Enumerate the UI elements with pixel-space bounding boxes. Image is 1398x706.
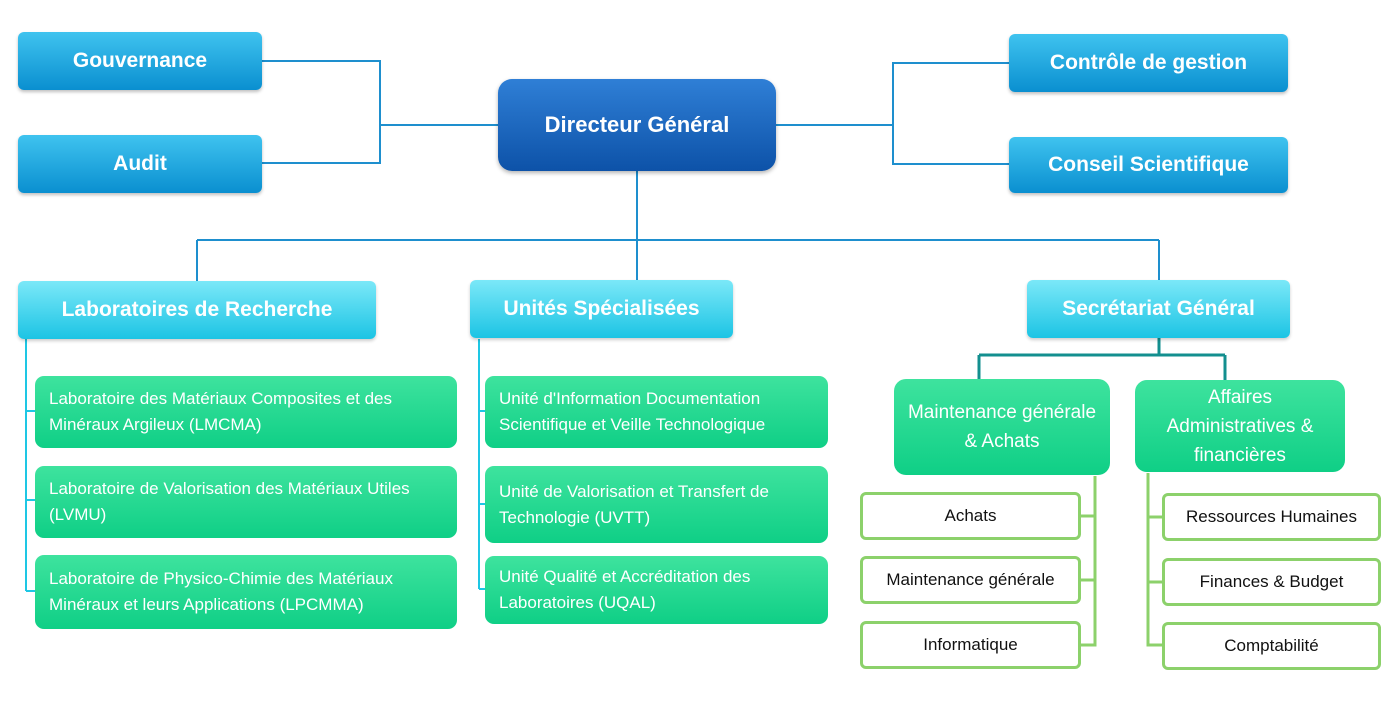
affaires-administratives-box: Affaires Administratives & financières [1135,380,1345,472]
maintenance-generale-box: Maintenance générale [860,556,1081,604]
directeur-general-box: Directeur Général [498,79,776,171]
finances-budget-box: Finances & Budget [1162,558,1381,606]
affaires-administratives-label: Affaires Administratives & financières [1166,386,1314,466]
laboratoires-title: Laboratoires de Recherche [61,298,333,321]
unite-item-label: Unité de Valorisation et Transfert de Te… [499,481,769,527]
gouvernance-label: Gouvernance [72,49,208,72]
secretariat-title: Secrétariat Général [1062,297,1255,320]
achats-box: Achats [860,492,1081,540]
gouvernance-box: Gouvernance [18,32,262,90]
conseil-scientifique-box: Conseil Scientifique [1009,137,1288,193]
conseil-scientifique-label: Conseil Scientifique [1048,153,1249,176]
unites-header: Unités Spécialisées [470,280,733,338]
laboratoire-item-label: Laboratoire des Matériaux Composites et … [49,389,393,434]
ressources-humaines-box: Ressources Humaines [1162,493,1381,541]
comptabilite-label: Comptabilité [1224,636,1319,655]
maintenance-achats-box: Maintenance générale & Achats [894,379,1110,475]
laboratoire-item-label: Laboratoire de Valorisation des Matériau… [49,479,410,524]
audit-box: Audit [18,135,262,193]
achats-label: Achats [944,506,997,525]
laboratoire-item: Laboratoire de Physico-Chimie des Matéri… [35,555,457,629]
laboratoires-header: Laboratoires de Recherche [18,281,376,339]
maintenance-achats-label: Maintenance générale & Achats [907,402,1097,452]
unites-title: Unités Spécialisées [503,297,700,320]
informatique-label: Informatique [923,635,1018,654]
informatique-box: Informatique [860,621,1081,669]
unite-item: Unité d'Information Documentation Scient… [485,376,828,448]
audit-label: Audit [113,152,167,175]
controle-gestion-label: Contrôle de gestion [1049,51,1248,74]
controle-gestion-box: Contrôle de gestion [1009,34,1288,92]
unite-item-label: Unité Qualité et Accréditation des Labor… [499,567,751,612]
ressources-humaines-label: Ressources Humaines [1185,507,1357,526]
secretariat-header: Secrétariat Général [1027,280,1290,338]
directeur-general-label: Directeur Général [544,112,730,137]
laboratoire-item: Laboratoire de Valorisation des Matériau… [35,466,457,538]
finances-budget-label: Finances & Budget [1199,572,1344,591]
laboratoire-item: Laboratoire des Matériaux Composites et … [35,376,457,448]
maintenance-generale-label: Maintenance générale [886,570,1055,589]
laboratoire-item-label: Laboratoire de Physico-Chimie des Matéri… [49,569,393,614]
unite-item: Unité Qualité et Accréditation des Labor… [485,556,828,624]
unite-item-label: Unité d'Information Documentation Scient… [499,389,766,434]
unite-item: Unité de Valorisation et Transfert de Te… [485,466,828,543]
comptabilite-box: Comptabilité [1162,622,1381,670]
